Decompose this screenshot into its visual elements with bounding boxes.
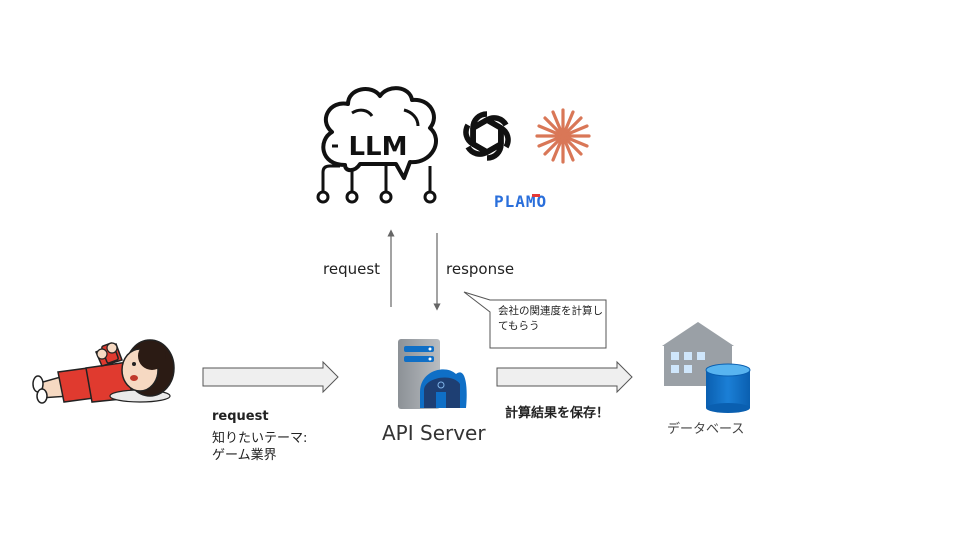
- openai-logo-icon: [463, 111, 511, 161]
- save-block-arrow: [496, 360, 633, 394]
- user-request-title: request: [212, 409, 269, 424]
- database-icon: [662, 322, 751, 413]
- database-label: データベース: [667, 422, 745, 437]
- user-request-theme-value: ゲーム業界: [212, 448, 277, 463]
- api-server-icon: [398, 339, 467, 409]
- request-arrow-label: request: [323, 260, 381, 278]
- person-with-phone-illustration: [32, 339, 175, 404]
- user-request-theme-label: 知りたいテーマ:: [212, 431, 308, 446]
- api-server-label: API Server: [382, 421, 486, 445]
- plamo-logo: PLAMO: [494, 192, 546, 211]
- response-arrow-label: response: [446, 260, 515, 278]
- request-block-arrow: [202, 360, 339, 394]
- callout-text: 会社の関連度を計算してもらう: [498, 305, 603, 332]
- callout-bubble: [463, 291, 607, 349]
- llm-brain-icon: [316, 86, 438, 204]
- save-result-label: 計算結果を保存！: [505, 406, 610, 421]
- llm-label: LLM: [348, 132, 407, 162]
- claude-logo-icon: [535, 108, 591, 164]
